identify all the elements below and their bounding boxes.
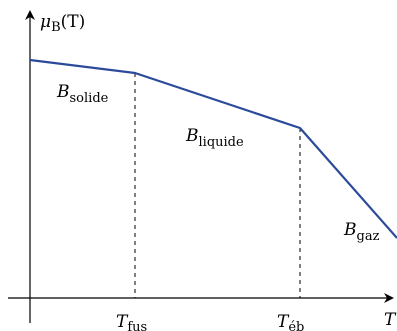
y-axis-label: μB(T) bbox=[40, 12, 85, 35]
phase-label-gas: Bgaz bbox=[343, 220, 380, 244]
tick-label-ebullition: Téb bbox=[277, 312, 304, 331]
phase-label-liquid: Bliquide bbox=[185, 126, 244, 150]
x-axis-label: T bbox=[384, 310, 397, 330]
phase-label-solid: Bsolide bbox=[56, 82, 109, 106]
potential-curve bbox=[29, 58, 397, 239]
tick-label-fusion: Tfus bbox=[116, 312, 147, 331]
